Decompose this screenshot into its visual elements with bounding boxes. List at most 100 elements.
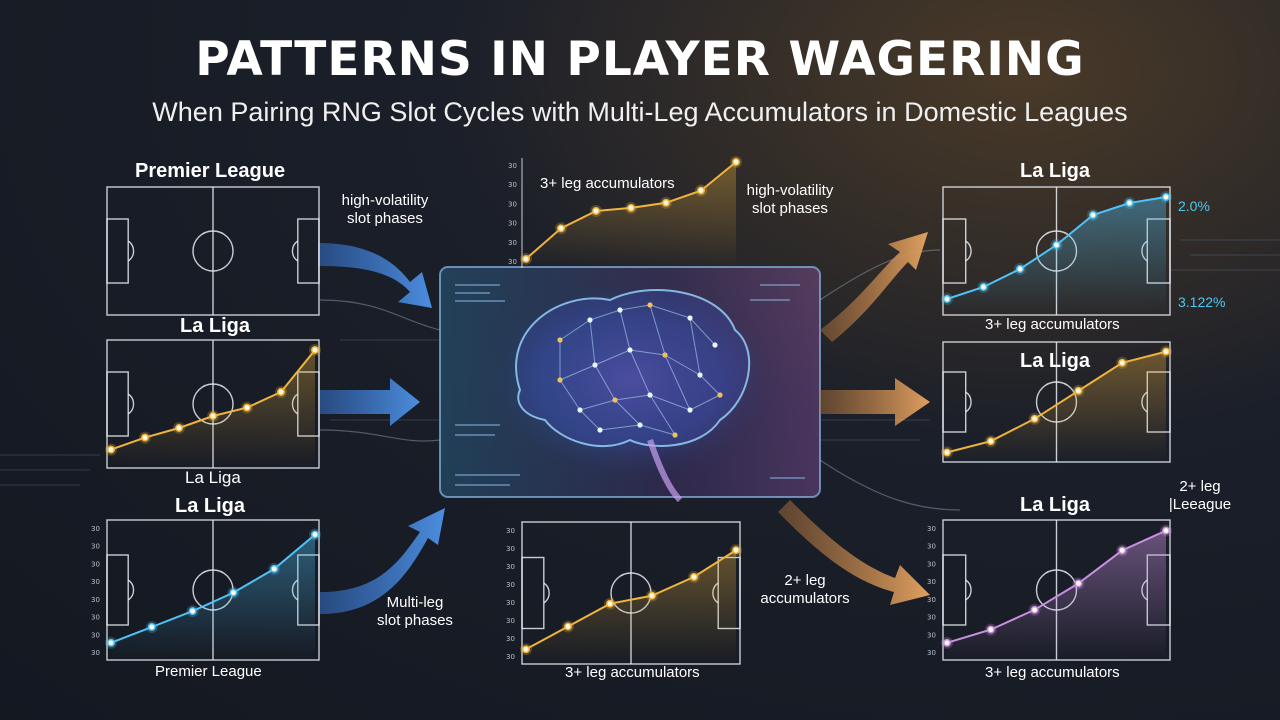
center-panel-1-label: 3+ leg accumulators (540, 175, 675, 192)
center-panel-2-tick-label: 30 (506, 617, 515, 625)
right-panel-2-point (1118, 358, 1127, 367)
left-panel-1-center-circle (192, 230, 234, 272)
left-panel-3-left-arc (127, 579, 135, 601)
right-panel-1-point (1016, 265, 1024, 273)
brain-node (717, 392, 723, 398)
center-panel-2-point (606, 599, 614, 608)
center-panel-1-point (522, 254, 530, 263)
brain-node (647, 392, 653, 398)
callout-high-volatility-center: high-volatility slot phases (746, 182, 834, 217)
left-panel-2-series (105, 344, 321, 468)
brain-link (594, 364, 616, 401)
brain-link (639, 424, 676, 436)
center-panel-1-tick-label: 30 (508, 162, 517, 170)
brain-link (619, 304, 651, 311)
right-panel-3-left-box (942, 554, 967, 626)
center-panel-2-point (690, 572, 698, 581)
right-panel-3-point (1074, 579, 1083, 588)
page-title: PATTERNS IN PLAYER WAGERING (195, 32, 1085, 87)
center-panel-2-tick-label: 30 (506, 635, 515, 643)
brain-node (597, 427, 603, 433)
left-panel-3-tick-label: 30 (91, 560, 100, 568)
brain-node (592, 362, 598, 368)
right-panel-3-series (941, 524, 1172, 660)
left-panel-3-tick-label: 30 (91, 614, 100, 622)
brain-network (557, 302, 723, 438)
center-panel-1-tick-label: 30 (508, 220, 517, 228)
left-panel-1-left-arc (127, 240, 135, 262)
left-panel-3-point (311, 530, 319, 539)
center-panel-2-tick-label: 30 (506, 563, 515, 571)
left-panel-3-top-label: La Liga (175, 495, 246, 517)
left-panel-2-point (107, 445, 115, 454)
left-panel-3-tick-label: 30 (91, 596, 100, 604)
right-panel-3-tick-label: 30 (927, 525, 936, 533)
right-panel-3-bottom-label: 3+ leg accumulators (985, 664, 1120, 681)
brain-link (619, 309, 631, 351)
right-panel-3-point (943, 638, 951, 647)
left-panel-2-point (175, 424, 183, 432)
center-panel-1-tick-label: 30 (508, 258, 517, 266)
left-panel-3-point (270, 564, 279, 573)
brain-link (614, 394, 651, 401)
brain-node (627, 347, 633, 353)
right-panel-3-area (947, 530, 1166, 660)
left-panel-1-pitch (106, 186, 320, 316)
left-panel-1-top-label: Premier League (135, 160, 286, 182)
left-panel-2-area (111, 350, 315, 468)
callout-two-leg-right: 2+ leg |Leeague (1168, 478, 1232, 513)
center-panel-2-tick-label: 30 (506, 653, 515, 661)
brain-link (689, 317, 716, 346)
center-panel-2-point (564, 622, 572, 631)
left-panel-2-left-box (106, 371, 129, 437)
right-panel-2-point (986, 437, 995, 446)
center-panel-1-point (732, 158, 740, 166)
center-panel-1-tick-label: 30 (508, 200, 517, 208)
brain-link (589, 319, 596, 366)
brain-node (637, 422, 643, 428)
brain-link (664, 354, 701, 376)
right-panel-1-left-arc (965, 240, 972, 262)
brain-node (647, 302, 653, 308)
arrow-in-bottom (320, 508, 445, 614)
center-panel-1-point (662, 198, 670, 207)
center-panel-2-tick-label: 30 (506, 545, 515, 553)
left-panel-2-point (141, 433, 149, 442)
arrow-in-top (318, 243, 432, 308)
right-panel-2-area (947, 351, 1166, 462)
left-panel-3-left-box (106, 554, 129, 626)
right-panel-3-top-label: La Liga (1020, 494, 1091, 516)
central-screen (439, 266, 821, 503)
right-panel-3-tick-label: 30 (927, 649, 936, 657)
left-panel-1-right-box (297, 218, 320, 284)
left-panel-2-left-arc (127, 393, 135, 415)
brain-node (612, 397, 618, 403)
right-panel-3-tick-label: 30 (927, 614, 936, 622)
brain-link (699, 374, 721, 396)
page-subtitle: When Pairing RNG Slot Cycles with Multi-… (152, 97, 1128, 127)
left-panel-3-point (229, 588, 238, 597)
right-panel-2-left-box (942, 371, 967, 433)
brain-link (649, 394, 676, 436)
arrow-in-middle (320, 378, 420, 426)
left-panel-3-tick-label: 30 (91, 631, 100, 639)
right-panel-3-tick-label: 30 (927, 560, 936, 568)
right-panel-1-left-box (942, 218, 967, 284)
right-panel-1-bottom-label: 3+ leg accumulators (985, 316, 1120, 333)
center-panel-1-tick-label: 30 (508, 239, 517, 247)
brain-node (687, 315, 693, 321)
right-panel-1-point (1125, 199, 1134, 207)
left-panel-1-bottom-label: La Liga (180, 315, 251, 337)
left-panel-3-point (147, 623, 156, 631)
brain-link (649, 394, 691, 411)
left-panel-3-point (107, 638, 115, 647)
right-panel-2-top-label: La Liga (1020, 350, 1091, 372)
right-panel-3-tick-label: 30 (927, 596, 936, 604)
brain-node (662, 352, 668, 358)
center-panel-1-point (557, 224, 565, 233)
right-panel-3-tick-label: 30 (927, 543, 936, 551)
left-panel-3-tick-label: 30 (91, 578, 100, 586)
center-panel-2-tick-label: 30 (506, 527, 515, 535)
arrow-out-top (820, 232, 928, 342)
